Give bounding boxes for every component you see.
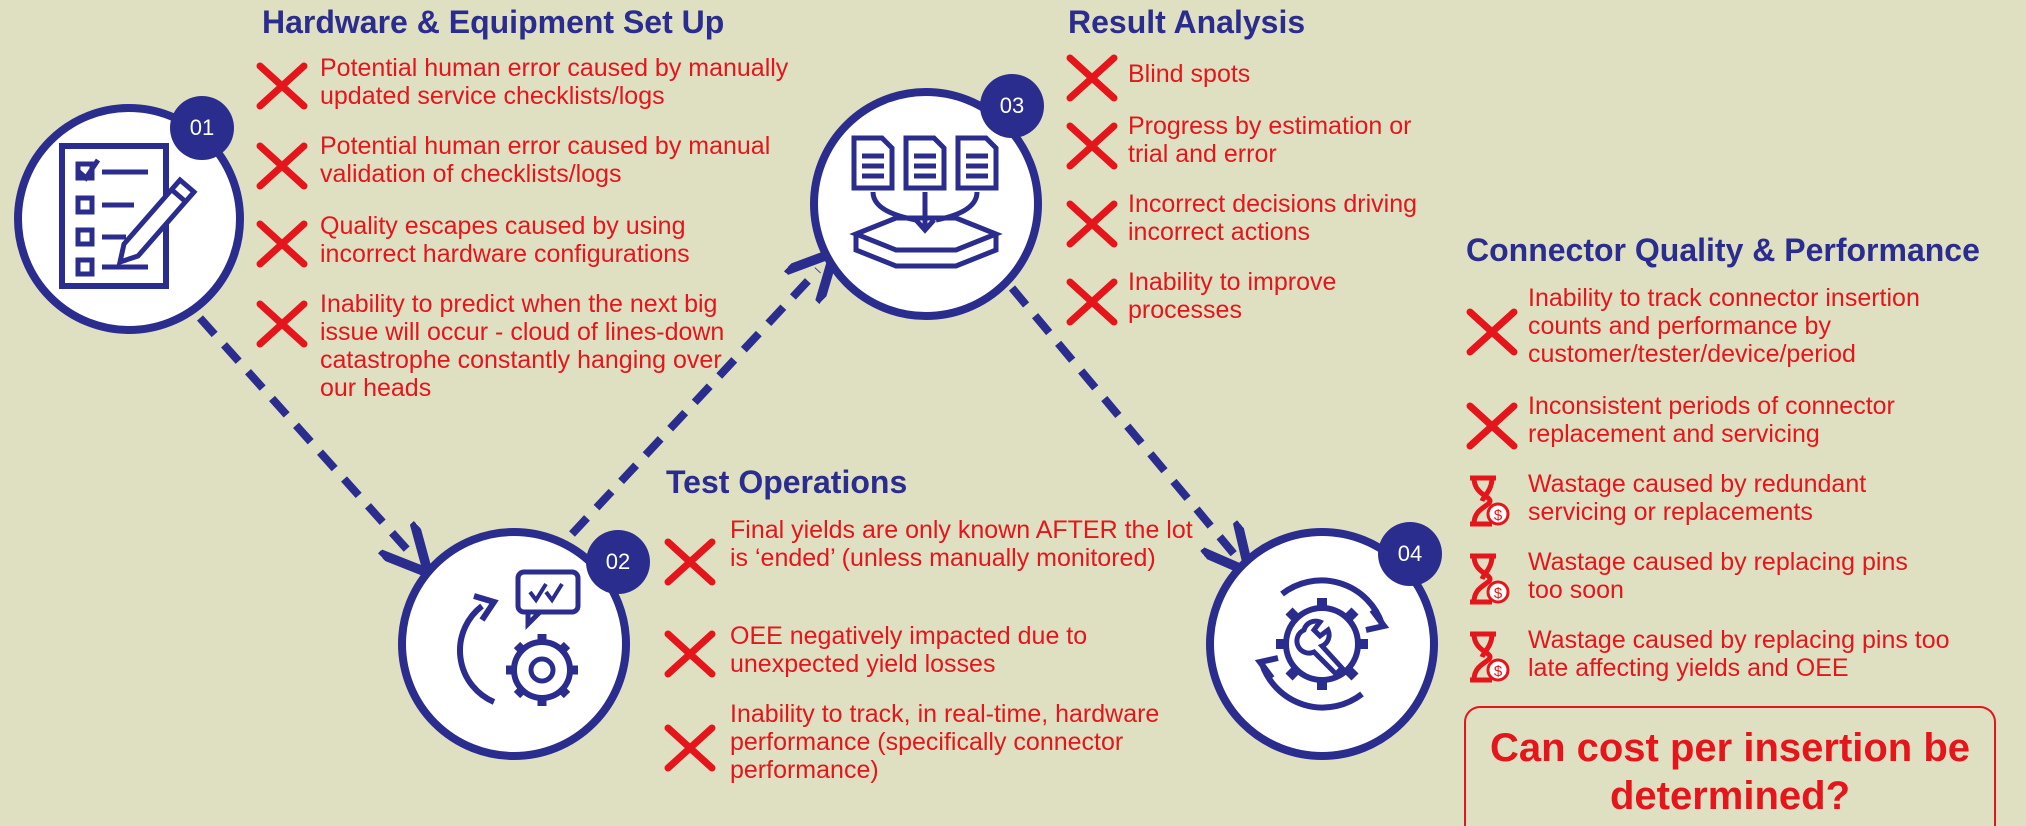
x-mark-icon <box>664 724 716 772</box>
x-mark-icon <box>256 220 308 268</box>
question-text: Can cost per insertion be determined? <box>1489 726 1971 818</box>
connector-item-3-text: Wastage caused by redundant servicing or… <box>1528 470 1867 526</box>
documents-tray-icon <box>849 135 1003 269</box>
step-03-badge: 03 <box>980 74 1044 138</box>
x-mark-icon <box>1066 122 1118 170</box>
x-mark-icon <box>1466 402 1518 450</box>
step-02-badge: 02 <box>586 530 650 594</box>
hardware-heading: Hardware & Equipment Set Up <box>262 4 725 40</box>
result-item-3-text: Incorrect decisions driving incorrect ac… <box>1128 190 1418 246</box>
arrow-01-to-02 <box>197 315 412 555</box>
connector-item-5-text: Wastage caused by replacing pins too lat… <box>1528 626 1950 682</box>
test-item-1-text: Final yields are only known AFTER the lo… <box>730 516 1193 572</box>
x-mark-icon <box>1066 200 1118 248</box>
result-heading: Result Analysis <box>1068 4 1306 40</box>
result-item-4-text: Inability to improve processes <box>1128 268 1337 324</box>
connector-item-2-text: Inconsistent periods of connector replac… <box>1528 392 1895 448</box>
connector-item-1-text: Inability to track connector insertion c… <box>1528 284 1920 368</box>
step-04-badge: 04 <box>1378 522 1442 586</box>
test-heading: Test Operations <box>666 464 908 500</box>
arrow-02-to-03 <box>569 270 818 537</box>
hourglass-dollar-icon: $ <box>1470 553 1510 605</box>
step-01-badge: 01 <box>170 96 234 160</box>
x-mark-icon <box>256 300 308 348</box>
cycle-gear-chat-icon <box>457 569 581 706</box>
svg-text:$: $ <box>1494 585 1503 602</box>
result-item-1-text: Blind spots <box>1128 60 1251 88</box>
svg-text:$: $ <box>1494 663 1503 680</box>
checklist-pencil-icon <box>59 143 198 289</box>
hourglass-dollar-icon: $ <box>1470 475 1510 527</box>
hardware-item-4-text: Inability to predict when the next big i… <box>320 290 725 402</box>
result-item-2-text: Progress by estimation or trial and erro… <box>1128 112 1412 168</box>
x-mark-icon <box>1466 308 1518 356</box>
connector-item-4-text: Wastage caused by replacing pins too soo… <box>1528 548 1908 604</box>
hardware-item-2-text: Potential human error caused by manual v… <box>320 132 771 188</box>
x-mark-icon <box>256 62 308 110</box>
x-mark-icon <box>664 630 716 678</box>
hourglass-dollar-icon: $ <box>1470 631 1510 683</box>
x-mark-icon <box>1066 54 1118 102</box>
x-mark-icon <box>1066 278 1118 326</box>
svg-text:$: $ <box>1494 507 1503 524</box>
test-item-3-text: Inability to track, in real-time, hardwa… <box>730 700 1160 784</box>
hardware-item-1-text: Potential human error caused by manually… <box>320 54 789 110</box>
question-box: Can cost per insertion be determined? <box>1464 706 1996 826</box>
arrow-03-to-04 <box>1008 285 1234 554</box>
x-mark-icon <box>256 142 308 190</box>
connector-heading: Connector Quality & Performance <box>1466 232 1980 268</box>
x-mark-icon <box>664 538 716 586</box>
hardware-item-3-text: Quality escapes caused by using incorrec… <box>320 212 690 268</box>
test-item-2-text: OEE negatively impacted due to unexpecte… <box>730 622 1088 678</box>
gear-wrench-cycle-icon <box>1254 577 1390 711</box>
